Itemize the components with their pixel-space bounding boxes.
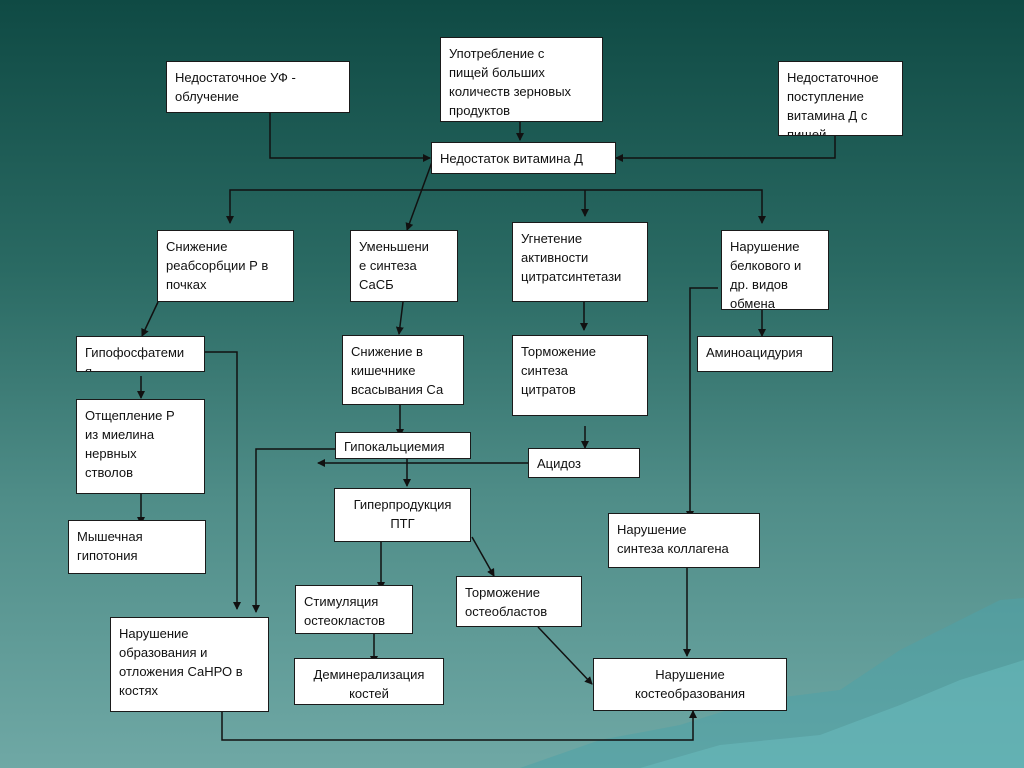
node-uv-irradiation: Недостаточное УФ - облучение xyxy=(166,61,350,113)
node-cahpo-deposition: Нарушение образования и отложения СаНРО … xyxy=(110,617,269,712)
node-ca-absorption: Снижение в кишечнике всасывания Са xyxy=(342,335,464,405)
link-cahpo-boneform xyxy=(221,710,697,741)
node-vitamin-d-deficit: Недостаток витамина Д xyxy=(431,142,616,174)
node-hypocalcemia: Гипокальциемия xyxy=(335,432,471,459)
link-deficit-branch-left xyxy=(226,189,520,224)
link-deficit-casb xyxy=(405,161,433,231)
link-hypophos-cahpo xyxy=(205,351,241,610)
node-hypophosphatemia: Гипофосфатеми я xyxy=(76,336,205,372)
node-citrate-inhibition: Торможение синтеза цитратов xyxy=(512,335,648,416)
node-protein-metabolism: Нарушение белкового и др. видов обмена xyxy=(721,230,829,310)
link-deficit-branch-right xyxy=(520,189,766,224)
link-osteoblast-boneform xyxy=(537,626,593,685)
node-osteoblast-inhibition: Торможение остеобластов xyxy=(456,576,582,627)
node-vitamin-d-intake: Недостаточное поступление витамина Д с п… xyxy=(778,61,903,136)
link-preabsorb-hypophos xyxy=(141,301,159,337)
link-hypocalc-cahpo xyxy=(252,448,335,613)
node-acidosis: Ацидоз xyxy=(528,448,640,478)
link-protein-collagen xyxy=(686,287,718,519)
node-muscle-hypotonia: Мышечная гипотония xyxy=(68,520,206,574)
link-pth-osteoblast xyxy=(471,536,495,577)
node-osteoclast-stimulation: Стимуляция остеокластов xyxy=(295,585,413,634)
node-collagen-synthesis: Нарушение синтеза коллагена xyxy=(608,513,760,568)
link-uv-deficit xyxy=(269,112,431,162)
node-casb-synthesis: Уменьшени е синтеза СаСБ xyxy=(350,230,458,302)
link-intake-deficit xyxy=(615,136,836,162)
node-bone-formation: Нарушение костеобразования xyxy=(593,658,787,711)
node-demineralization: Деминерализация костей xyxy=(294,658,444,705)
node-p-myelin: Отщепление Р из миелина нервных стволов xyxy=(76,399,205,494)
link-casb-caabsorb xyxy=(395,301,404,335)
node-p-reabsorption: Снижение реабсорбции Р в почках xyxy=(157,230,294,302)
node-grain-intake: Употребление с пищей больших количеств з… xyxy=(440,37,603,122)
node-aminoaciduria: Аминоацидурия xyxy=(697,336,833,372)
node-citrate-synthetase: Угнетение активности цитратсинтетази xyxy=(512,222,648,302)
node-pth-overproduction: Гиперпродукция ПТГ xyxy=(334,488,471,542)
